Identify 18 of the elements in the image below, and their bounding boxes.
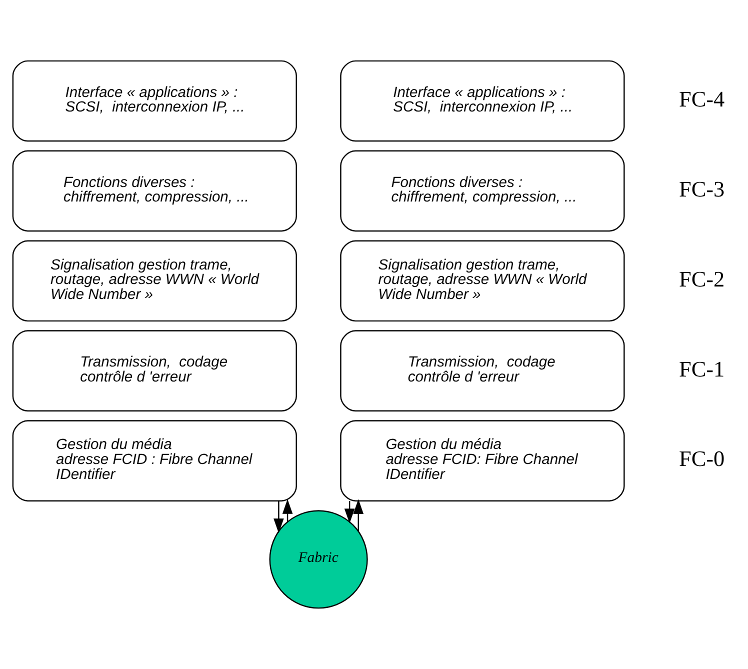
node-label: FC-2 xyxy=(678,266,725,292)
node-label: FC-4 xyxy=(678,86,725,112)
node-box: Interface « applications » : SCSI, interconnexion IP, ... xyxy=(340,60,625,142)
node-label: FC-0 xyxy=(678,446,725,472)
node-box: Gestion du média adresse FCID: Fibre Channel IDentifier xyxy=(340,420,625,502)
node-box: Signalisation gestion trame, routage, adresse WWN « World Wide Number » xyxy=(12,240,297,322)
node-box: Fonctions diverses : chiffrement, compression, ... xyxy=(12,150,297,232)
node-box: Fonctions diverses : chiffrement, compression, ... xyxy=(340,150,625,232)
node-box: Transmission, codage contrôle d 'erreur xyxy=(340,330,625,412)
node-box: Signalisation gestion trame, routage, adresse WWN « World Wide Number » xyxy=(340,240,625,322)
node-box: Gestion du média adresse FCID : Fibre Channel IDentifier xyxy=(12,420,297,502)
node-label: FC-3 xyxy=(678,176,725,202)
node-box: Interface « applications » : SCSI, interconnexion IP, ... xyxy=(12,60,297,142)
arrow xyxy=(274,500,284,534)
arrow xyxy=(353,499,364,532)
node-label: FC-1 xyxy=(678,356,725,382)
node-box: Transmission, codage contrôle d 'erreur xyxy=(12,330,297,412)
node-circle: Fabric xyxy=(269,510,368,609)
